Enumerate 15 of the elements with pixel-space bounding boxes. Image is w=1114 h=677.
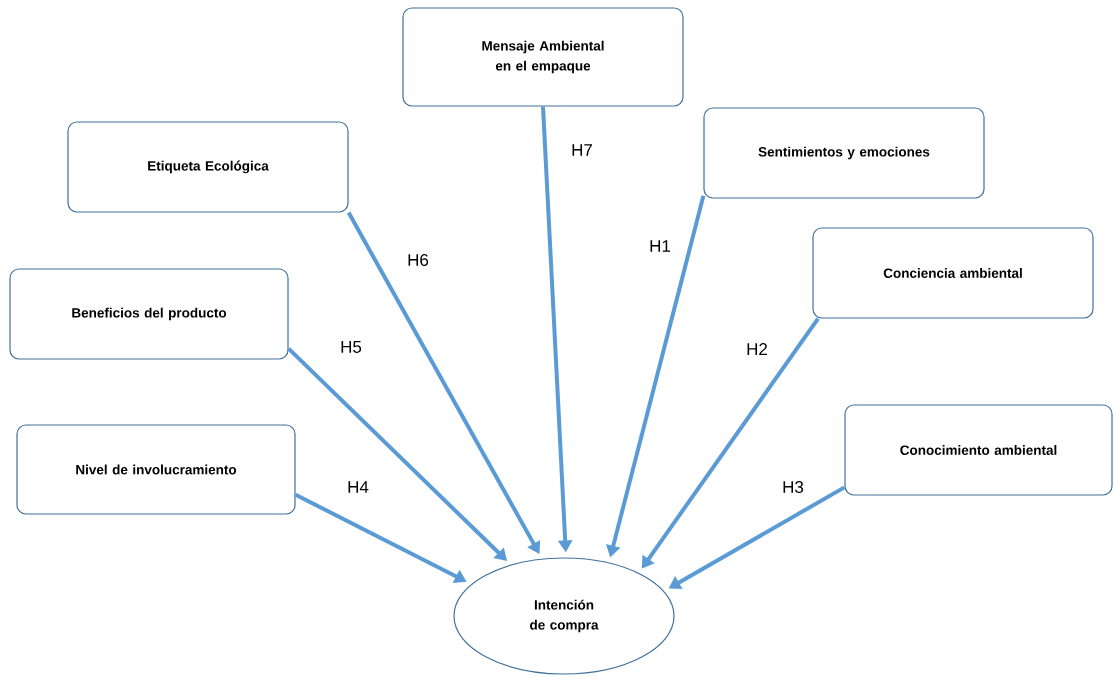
edge-label: H5 (341, 341, 362, 353)
rounded-box: Conocimiento ambiental (844, 404, 1113, 496)
rounded-box: Conciencia ambiental (812, 227, 1094, 319)
rounded-box: Beneficios del producto (9, 268, 289, 360)
edge-label: H2 (747, 343, 767, 355)
rounded-box: Nivel de involucramiento (16, 424, 296, 515)
edge-label: H1 (650, 240, 671, 252)
ellipse-node: Intención de compra (453, 557, 675, 675)
edge-label: H4 (348, 481, 369, 493)
edge-label: H7 (572, 144, 592, 156)
rounded-box: Mensaje Ambiental en el empaque (402, 7, 684, 107)
rounded-box: Sentimientos y emociones (703, 107, 985, 199)
edge-label: H6 (408, 253, 429, 266)
edge-label: H3 (783, 480, 804, 493)
rounded-box: Etiqueta Ecológica (67, 121, 349, 213)
